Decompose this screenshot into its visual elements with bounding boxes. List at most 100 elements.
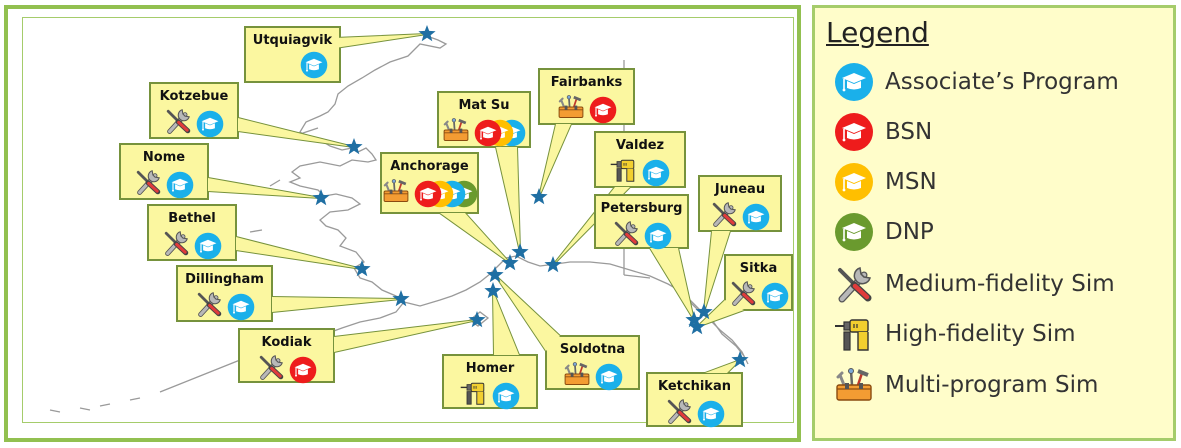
location-name-juneau: Juneau [714, 182, 766, 197]
graduation-cap-icon [833, 62, 875, 102]
location-name-ketchikan: Ketchikan [658, 379, 731, 394]
location-name-dillingham: Dillingham [185, 272, 264, 287]
location-icons [563, 360, 623, 393]
callout-utquiagvik [244, 26, 428, 83]
location-star-marker-petersburg[interactable] [685, 311, 703, 328]
wrench-screwdriver-icon [257, 353, 285, 386]
graduation-cap-icon-associate [196, 110, 224, 143]
legend-label: BSN [885, 119, 933, 145]
location-star-marker-bethel[interactable] [353, 260, 371, 277]
legend-item-medium: Medium-fidelity Sim [833, 264, 1163, 304]
legend-panel: Legend Associate’s Program BSN MSN DNP M… [812, 5, 1176, 441]
legend-item-bsn: BSN [833, 112, 1163, 152]
graduation-cap-icon-associate [644, 222, 672, 255]
location-icons [382, 177, 478, 210]
wrench-screwdriver-icon [164, 107, 192, 140]
callout-homer [442, 290, 538, 409]
graduation-cap-icon-bsn [589, 96, 617, 129]
location-star-marker-nome[interactable] [312, 189, 330, 206]
toolbox-icon [557, 93, 585, 126]
legend-label: Multi-program Sim [885, 372, 1099, 398]
location-star-marker-utquiagvik[interactable] [418, 25, 436, 42]
location-star-marker-soldotna[interactable] [486, 266, 504, 283]
location-star-marker-homer[interactable] [484, 282, 502, 299]
callout-box [594, 131, 686, 188]
location-icons [164, 107, 224, 140]
legend-label: High-fidelity Sim [885, 321, 1076, 347]
graduation-cap-icon-bsn [414, 180, 442, 213]
legend-item-multi: Multi-program Sim [833, 365, 1163, 405]
location-star-marker-sitka[interactable] [688, 318, 706, 335]
graduation-cap-icon-associate [492, 382, 520, 415]
location-icons [612, 219, 672, 252]
callout-fairbanks [538, 68, 635, 198]
callout-bethel [147, 204, 363, 270]
toolbox-icon [382, 177, 410, 210]
callout-box [244, 26, 341, 83]
toolbox-icon [442, 116, 470, 149]
callout-box [538, 68, 635, 125]
location-star-marker-anchorage[interactable] [501, 254, 519, 271]
location-icons [729, 279, 789, 312]
location-name-bethel: Bethel [168, 211, 216, 226]
callout-box [119, 143, 209, 200]
wrench-screwdriver-icon [134, 168, 162, 201]
power-drill-icon [460, 379, 488, 412]
callout-nome [119, 143, 322, 200]
callout-box [147, 204, 237, 261]
location-icons [134, 168, 194, 201]
callout-petersburg [594, 194, 695, 321]
callout-ketchikan [646, 359, 743, 427]
legend-label: Associate’s Program [885, 69, 1119, 95]
wrench-screwdriver-icon [195, 290, 223, 323]
location-icons [300, 51, 328, 79]
callout-dillingham [176, 265, 402, 322]
graduation-cap-icon [833, 112, 875, 152]
graduation-cap-icon-bsn [289, 356, 317, 389]
callout-box [238, 328, 335, 383]
location-name-petersburg: Petersburg [600, 201, 683, 216]
location-star-marker-kodiak[interactable] [468, 311, 486, 328]
location-name-sitka: Sitka [739, 261, 778, 276]
legend-label: Medium-fidelity Sim [885, 271, 1115, 297]
location-star-marker-fairbanks[interactable] [530, 188, 548, 205]
location-name-fairbanks: Fairbanks [550, 75, 623, 90]
toolbox-icon [563, 360, 591, 393]
graduation-cap-icon-associate [697, 400, 725, 433]
graduation-cap-icon-associate [742, 203, 770, 236]
legend-title: Legend [826, 16, 929, 49]
graduation-cap-icon [833, 162, 875, 202]
toolbox-icon [833, 365, 875, 405]
callout-box [176, 265, 273, 322]
wrench-screwdriver-icon [665, 397, 693, 430]
location-star-marker-juneau[interactable] [695, 303, 713, 320]
graduation-cap-icon-associate [166, 171, 194, 204]
location-icons [195, 290, 255, 323]
graduation-cap-icon-associate [227, 293, 255, 326]
location-icons [557, 93, 617, 126]
location-name-valdez: Valdez [615, 138, 665, 153]
location-name-mat-su: Mat Su [458, 98, 510, 113]
legend-label: MSN [885, 169, 937, 195]
graduation-cap-icon-associate [300, 51, 328, 84]
location-star-marker-kotzebue[interactable] [345, 138, 363, 155]
callout-box [594, 194, 689, 249]
callout-box [646, 372, 743, 427]
legend-item-high: High-fidelity Sim [833, 314, 1163, 354]
location-star-marker-mat-su[interactable] [511, 243, 529, 260]
location-icons [665, 397, 725, 430]
callout-kodiak [238, 319, 478, 383]
location-name-soldotna: Soldotna [559, 342, 626, 357]
power-drill-icon [610, 156, 638, 189]
callout-box [149, 82, 239, 139]
map-frame [22, 17, 794, 423]
graduation-cap-icon [833, 212, 875, 252]
callout-box [545, 335, 640, 390]
wrench-screwdriver-icon [710, 200, 738, 233]
location-name-kodiak: Kodiak [261, 335, 312, 350]
location-name-anchorage: Anchorage [390, 159, 469, 174]
location-star-marker-valdez[interactable] [544, 256, 562, 273]
location-star-marker-ketchikan[interactable] [731, 351, 749, 368]
location-star-marker-dillingham[interactable] [392, 290, 410, 307]
location-icons [460, 379, 520, 412]
